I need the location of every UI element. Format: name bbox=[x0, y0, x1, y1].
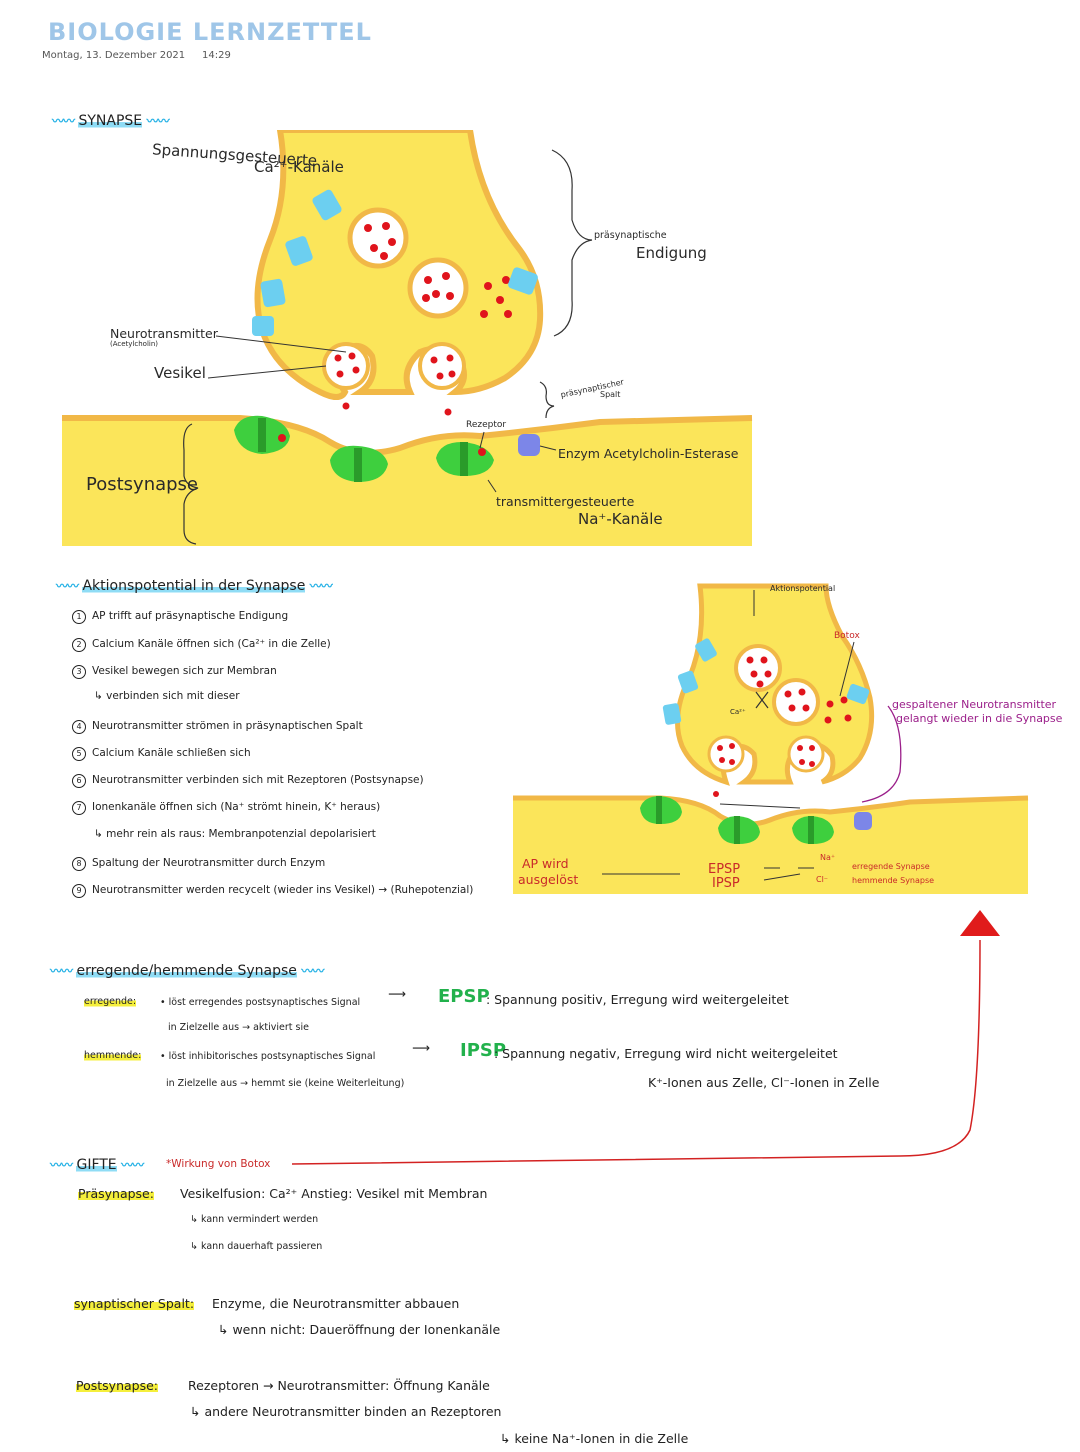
gifte-heading-row: 〰〰 GIFTE 〰〰 bbox=[50, 1156, 144, 1173]
praesynapse-label: Präsynapse: bbox=[78, 1186, 154, 1201]
label-postsynapse: Postsynapse bbox=[86, 474, 199, 495]
ap-step-sub: ↳ verbinden sich mit dieser bbox=[94, 690, 240, 702]
label-epsp: EPSP bbox=[708, 862, 741, 877]
vesicle bbox=[407, 257, 469, 319]
synapse-heading: SYNAPSE bbox=[78, 113, 143, 129]
erregende-label: erregende: bbox=[84, 996, 137, 1007]
excite-heading-row: 〰〰 erregende/hemmende Synapse 〰〰 bbox=[50, 962, 324, 979]
label-na-channels-1: transmittergesteuerte bbox=[496, 494, 635, 509]
label-aktionspotential: Aktionspotential bbox=[770, 584, 836, 593]
receptor bbox=[234, 415, 494, 482]
ipsp-ions: K⁺-Ionen aus Zelle, Cl⁻-Ionen in Zelle bbox=[648, 1075, 880, 1090]
label-acetylcholin: (Acetylcholin) bbox=[110, 340, 159, 348]
post-label: Postsynapse: bbox=[76, 1378, 158, 1393]
gifte-heading: GIFTE bbox=[76, 1157, 117, 1173]
post-text: Rezeptoren → Neurotransmitter: Öffnung K… bbox=[188, 1378, 490, 1393]
label-presyn-1: präsynaptische bbox=[594, 230, 667, 241]
erregende-text2: in Zielzelle aus → aktiviert sie bbox=[168, 1022, 309, 1033]
zigzag-decoration: 〰〰 bbox=[50, 1158, 73, 1172]
calcium-channel bbox=[252, 189, 538, 336]
label-ca-channels-2: Ca²⁺-Kanäle bbox=[254, 158, 344, 176]
vesicle bbox=[772, 678, 820, 726]
docking-vesicle bbox=[418, 342, 466, 416]
ap-diagram bbox=[513, 583, 1029, 894]
label-enzyme: Enzym Acetylcholin-Esterase bbox=[558, 446, 739, 461]
label-ipsp: IPSP bbox=[712, 876, 740, 891]
ap-heading: Aktionspotential in der Synapse bbox=[82, 578, 306, 594]
spalt-sub: ↳ wenn nicht: Daueröffnung der Ionenkanä… bbox=[218, 1322, 501, 1337]
spalt-label: synaptischer Spalt: bbox=[74, 1296, 195, 1311]
label-ap-2: ausgelöst bbox=[518, 872, 579, 887]
ap-step-sub: ↳ mehr rein als raus: Membranpotenzial d… bbox=[94, 828, 376, 840]
label-cleft-2: Spalt bbox=[600, 390, 621, 399]
spalt-text: Enzyme, die Neurotransmitter abbauen bbox=[212, 1296, 460, 1311]
zigzag-decoration: 〰〰 bbox=[301, 964, 324, 978]
label-presyn-2: Endigung bbox=[636, 244, 707, 262]
label-botox: Botox bbox=[834, 631, 860, 641]
ipsp-desc: : Spannung negativ, Erregung wird nicht … bbox=[494, 1046, 838, 1061]
post-sub2: ↳ keine Na⁺-Ionen in die Zelle bbox=[500, 1431, 689, 1446]
arrow-right-icon: ⟶ bbox=[388, 986, 406, 1001]
free-neurotransmitter bbox=[824, 696, 852, 724]
zigzag-decoration: 〰〰 bbox=[50, 964, 73, 978]
date-label: Montag, 13. Dezember 2021 bbox=[42, 50, 186, 61]
label-ca: Ca²⁺ bbox=[730, 708, 746, 716]
gifte-note: *Wirkung von Botox bbox=[166, 1158, 271, 1170]
label-rezeptor: Rezeptor bbox=[466, 420, 507, 430]
label-split-1: gespaltener Neurotransmitter bbox=[892, 698, 1057, 711]
praesynapse-sub2: ↳ kann dauerhaft passieren bbox=[190, 1241, 323, 1252]
label-hemmende: hemmende Synapse bbox=[852, 876, 935, 885]
label-erregende: erregende Synapse bbox=[852, 862, 930, 871]
label-na: Na⁺ bbox=[820, 853, 836, 862]
synapse-diagram bbox=[62, 130, 753, 546]
label-vesikel: Vesikel bbox=[154, 364, 206, 382]
free-neurotransmitter bbox=[480, 276, 512, 318]
hemmende-label: hemmende: bbox=[84, 1050, 142, 1061]
praesynapse-sub1: ↳ kann vermindert werden bbox=[190, 1214, 319, 1225]
ap-heading-row: 〰〰 Aktionspotential in der Synapse 〰〰 bbox=[56, 577, 333, 594]
docking-vesicle bbox=[787, 735, 825, 773]
hemmende-text: • löst inhibitorisches postsynaptisches … bbox=[160, 1051, 376, 1062]
synapse-heading-row: 〰〰 SYNAPSE 〰〰 bbox=[52, 112, 170, 129]
arrow-up-icon bbox=[291, 910, 1000, 1165]
page-title: BIOLOGIE LERNZETTEL bbox=[48, 18, 372, 46]
label-neurotransmitter: Neurotransmitter bbox=[110, 326, 218, 341]
arrow-right-icon: ⟶ bbox=[412, 1040, 430, 1055]
enzyme-esterase bbox=[518, 434, 540, 456]
label-ap-1: AP wird bbox=[522, 856, 569, 871]
zigzag-decoration: 〰〰 bbox=[146, 114, 170, 128]
label-na-channels-2: Na⁺-Kanäle bbox=[578, 510, 663, 528]
label-split-2: gelangt wieder in die Synapse bbox=[896, 712, 1063, 725]
zigzag-decoration: 〰〰 bbox=[121, 1158, 144, 1172]
praesynapse-text: Vesikelfusion: Ca²⁺ Anstieg: Vesikel mit… bbox=[180, 1186, 488, 1201]
docking-vesicle bbox=[322, 342, 370, 410]
excite-heading: erregende/hemmende Synapse bbox=[76, 963, 297, 979]
erregende-text: • löst erregendes postsynaptisches Signa… bbox=[160, 997, 361, 1008]
hemmende-text2: in Zielzelle aus → hemmt sie (keine Weit… bbox=[166, 1078, 405, 1089]
vesicle bbox=[734, 644, 782, 692]
docking-vesicle bbox=[707, 735, 745, 797]
zigzag-decoration: 〰〰 bbox=[309, 579, 333, 593]
zigzag-decoration: 〰〰 bbox=[52, 114, 75, 128]
vesicle bbox=[347, 207, 409, 269]
zigzag-decoration: 〰〰 bbox=[56, 579, 79, 593]
ipsp-term: IPSP bbox=[460, 1040, 507, 1061]
epsp-desc: : Spannung positiv, Erregung wird weiter… bbox=[486, 992, 789, 1007]
receptor bbox=[640, 796, 834, 844]
label-cl: Cl⁻ bbox=[816, 875, 829, 884]
enzyme-esterase bbox=[854, 812, 872, 830]
time-label: 14:29 bbox=[202, 50, 231, 61]
epsp-term: EPSP bbox=[438, 986, 490, 1007]
calcium-channel bbox=[662, 638, 870, 725]
post-sub1: ↳ andere Neurotransmitter binden an Reze… bbox=[190, 1404, 502, 1419]
